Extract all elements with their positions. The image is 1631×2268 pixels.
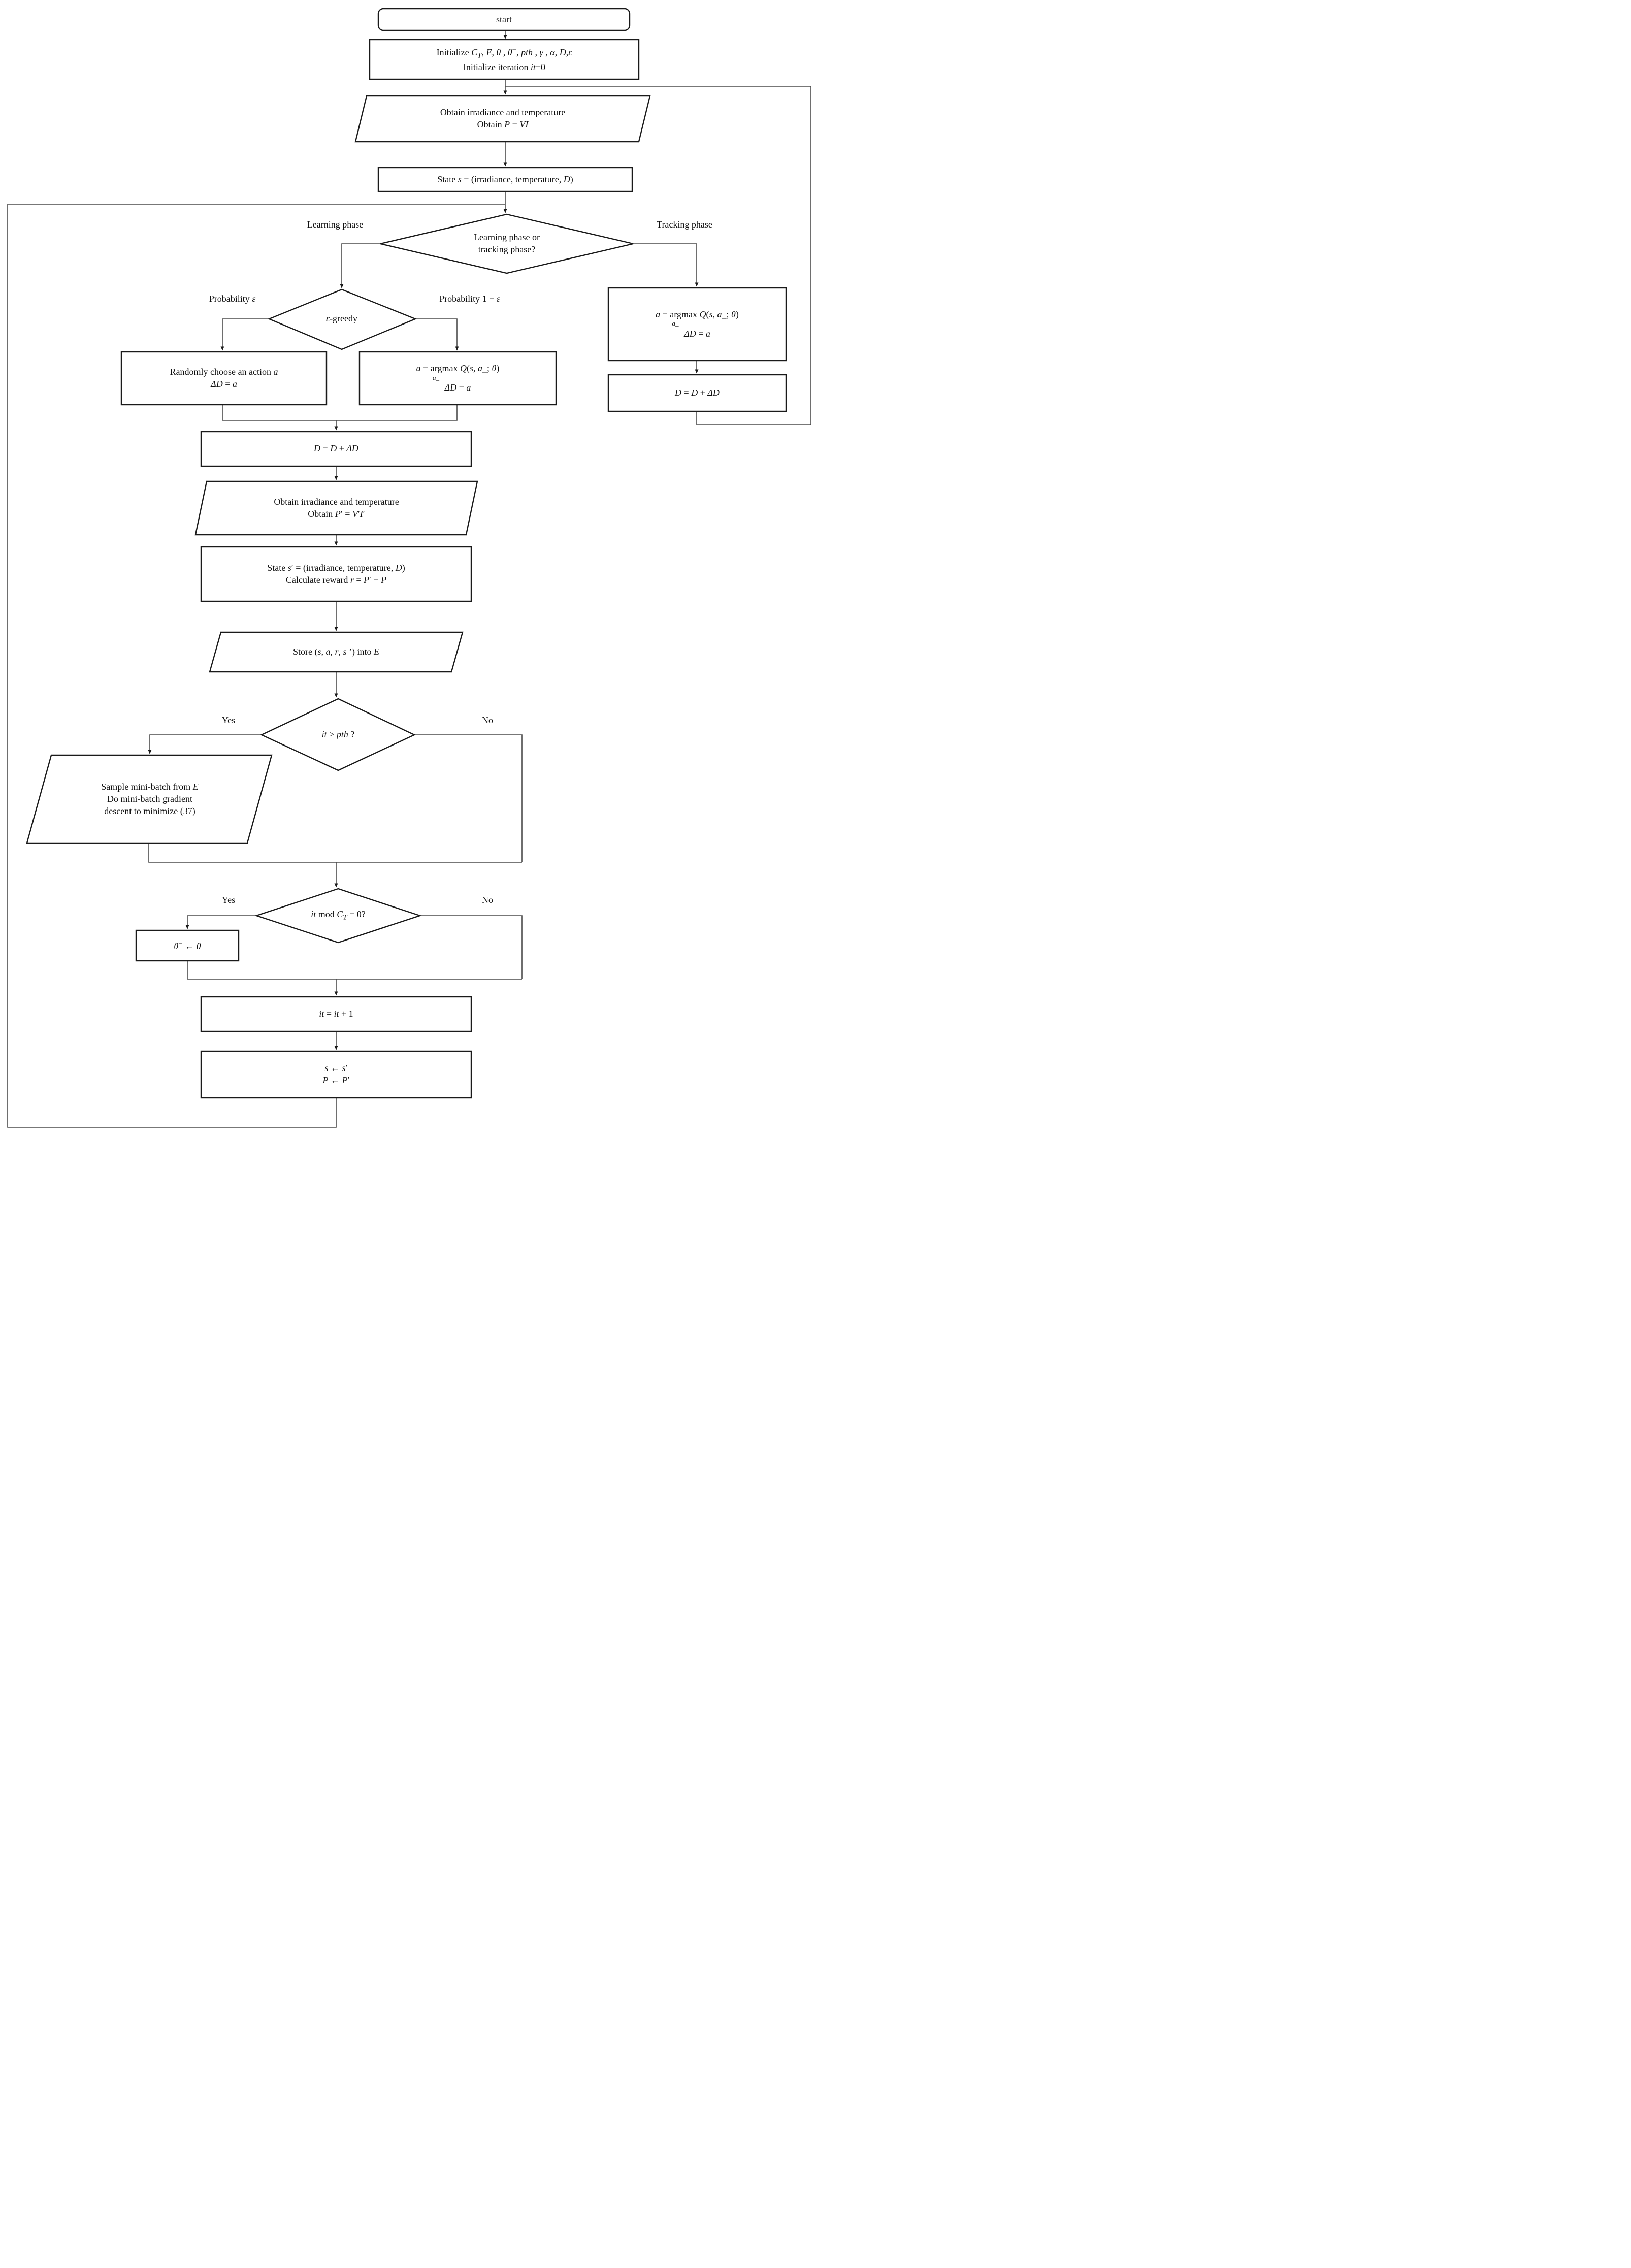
obtain-next-line-2: Obtain P′ = V′I′ (308, 508, 365, 519)
phase-decision-label: Learning phase or tracking phase? (431, 221, 583, 266)
train-line-1: Sample mini-batch from E (101, 782, 199, 792)
start-node-shape (377, 8, 631, 31)
start-text: start (496, 14, 512, 24)
initialize-label: Initialize CT, E, θ , θ−, pth , γ , α, D… (370, 40, 639, 79)
edge-probability-one-minus-eps-branch (415, 318, 459, 351)
increment-node-shape (200, 996, 472, 1032)
edge-train-merge (148, 843, 522, 863)
store-text: Store (s, a, r, s ’) into E (292, 646, 380, 657)
flowchart-graphics (7, 8, 811, 1128)
edge-iteration-no (414, 734, 523, 862)
train-label: Sample mini-batch from E Do mini-batch g… (41, 759, 259, 839)
phase-decision-line-1: Learning phase or (474, 232, 540, 243)
update-d-tracking-label: D = D + ΔD (608, 375, 786, 411)
obtain-next-label: Obtain irradiance and temperature Obtain… (195, 481, 477, 535)
obtain-next-line-1: Obtain irradiance and temperature (274, 496, 399, 507)
iteration-check-label: it > pth ? (287, 727, 389, 742)
tracking-phase-branch-label: Tracking phase (657, 219, 712, 230)
edge-iteration-yes (148, 734, 262, 754)
update-d-node-shape (200, 431, 472, 467)
carry-over-line-1: s ← s′ (324, 1063, 348, 1074)
state-s-next-label: State s′ = (irradiance, temperature, D) … (201, 547, 471, 601)
iteration-yes-label: Yes (221, 715, 236, 725)
random-action-node-shape (120, 351, 328, 406)
state-s-label: State s = (irradiance, temperature, D) (378, 168, 632, 191)
probability-eps-branch-label: Probability ε (209, 294, 256, 304)
train-node-shape (26, 754, 273, 844)
increment-label: it = it + 1 (201, 997, 471, 1031)
update-d-tracking-text: D = D + ΔD (675, 387, 720, 398)
initialize-line-1: Initialize CT, E, θ , θ−, pth , γ , α, D… (436, 46, 572, 60)
target-update-check-shape (254, 888, 422, 944)
state-s-next-line-1: State s′ = (irradiance, temperature, D) (267, 562, 405, 573)
target-no-label: No (482, 895, 493, 905)
initialize-node-shape (369, 39, 640, 80)
state-s-next-node-shape (200, 546, 472, 602)
iteration-check-text: it > pth ? (321, 729, 355, 740)
target-update-check-label: it mod CT = 0? (272, 908, 404, 923)
obtain-next-node-shape (194, 480, 478, 536)
state-s-node-shape (377, 167, 633, 192)
edge-target-no (420, 915, 523, 979)
target-update-node-shape (135, 929, 240, 962)
argmax-tracking-subscript: a_ (672, 319, 679, 328)
edge-learning-branch (340, 243, 380, 288)
obtain-initial-line-2: Obtain P = VI (477, 119, 529, 129)
edge-target-yes (185, 915, 256, 929)
obtain-initial-line-1: Obtain irradiance and temperature (440, 107, 566, 118)
flowchart-canvas: start Initialize CT, E, θ , θ−, pth , γ … (0, 0, 816, 1134)
probability-one-minus-eps-branch-label: Probability 1 − ε (439, 294, 500, 304)
argmax-learning-subscript: a_ (433, 373, 439, 381)
argmax-tracking-label: a = argmax Q(s, a_; θ) a_ ΔD = a (608, 288, 786, 361)
iteration-no-label: No (482, 715, 493, 725)
phase-decision-shape (380, 213, 634, 274)
eps-greedy-label: ε-greedy (291, 310, 393, 328)
store-label: Store (s, a, r, s ’) into E (210, 632, 463, 672)
update-d-text: D = D + ΔD (314, 443, 358, 454)
obtain-initial-label: Obtain irradiance and temperature Obtain… (355, 96, 650, 142)
start-label: start (378, 9, 630, 30)
carry-over-label: s ← s′ P ← P′ (201, 1051, 471, 1098)
argmax-learning-line-3: ΔD = a (444, 382, 471, 393)
eps-greedy-text: ε-greedy (325, 313, 358, 324)
edge-tracking-branch (633, 243, 699, 287)
update-d-label: D = D + ΔD (201, 432, 471, 466)
argmax-tracking-node-shape (607, 287, 787, 362)
edge-main-loop-back (7, 204, 505, 1128)
random-action-line-2: ΔD = a (211, 379, 237, 389)
argmax-learning-node-shape (358, 351, 557, 406)
eps-greedy-decision-shape (267, 288, 417, 350)
random-action-line-1: Randomly choose an action a (170, 367, 278, 377)
train-line-2: Do mini-batch gradient (107, 794, 192, 804)
carry-over-node-shape (200, 1050, 472, 1099)
target-yes-label: Yes (221, 895, 236, 905)
obtain-initial-node-shape (354, 95, 651, 143)
argmax-tracking-line-3: ΔD = a (684, 328, 710, 339)
argmax-tracking-line-1: a = argmax Q(s, a_; θ) (656, 309, 739, 319)
train-line-3: descent to minimize (37) (104, 805, 195, 816)
iteration-check-shape (260, 698, 416, 771)
edge-target-merge (187, 961, 522, 980)
target-update-text: θ− ← θ (174, 939, 201, 951)
state-s-next-line-2: Calculate reward r = P′ − P (285, 574, 387, 585)
carry-over-line-2: P ← P′ (322, 1075, 350, 1085)
edge-probability-eps-branch (220, 318, 269, 351)
state-s-text: State s = (irradiance, temperature, D) (437, 174, 573, 184)
store-node-shape (209, 631, 464, 673)
learning-phase-branch-label: Learning phase (307, 219, 364, 230)
random-action-label: Randomly choose an action a ΔD = a (121, 352, 327, 405)
argmax-learning-label: a = argmax Q(s, a_; θ) a_ ΔD = a (360, 352, 556, 405)
edge-tracking-loop-back (505, 86, 811, 425)
initialize-line-2: Initialize iteration it=0 (463, 61, 546, 72)
update-d-tracking-node-shape (607, 374, 787, 412)
target-update-label: θ− ← θ (136, 930, 239, 961)
phase-decision-line-2: tracking phase? (478, 244, 536, 254)
argmax-learning-line-1: a = argmax Q(s, a_; θ) (416, 363, 500, 374)
edge-actions-merge (222, 405, 458, 421)
increment-text: it = it + 1 (319, 1009, 353, 1019)
target-update-check-text: it mod CT = 0? (311, 909, 366, 922)
